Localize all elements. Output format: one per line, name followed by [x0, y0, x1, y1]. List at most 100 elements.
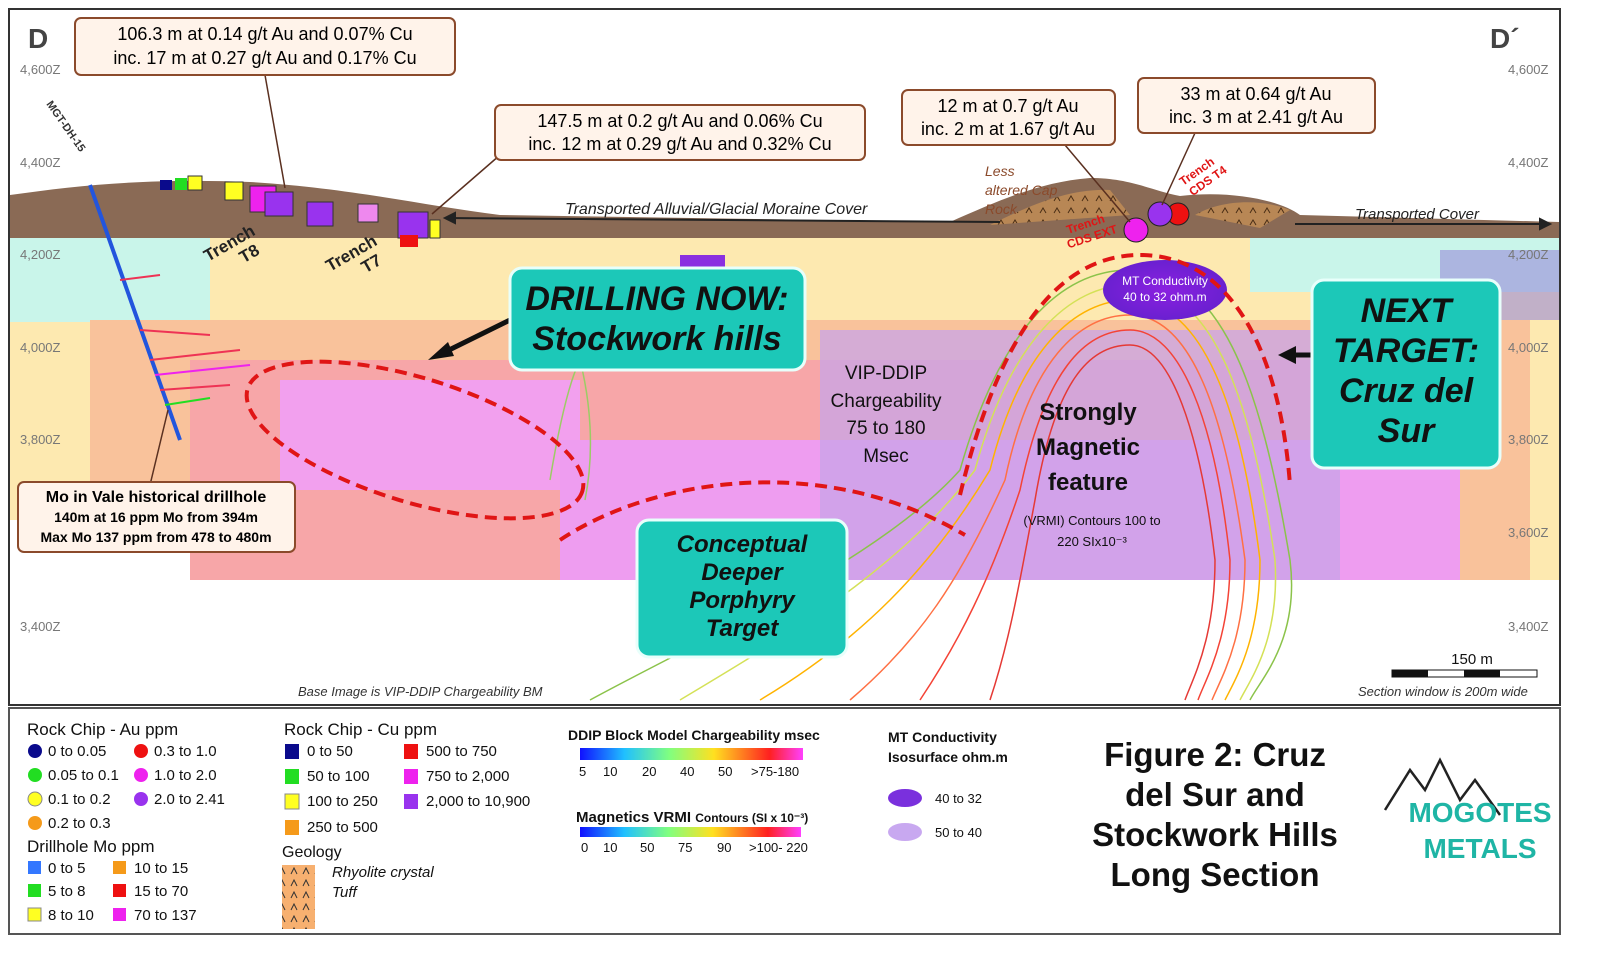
svg-text:4,600Z: 4,600Z [20, 62, 61, 77]
svg-text:4,200Z: 4,200Z [1508, 247, 1549, 262]
svg-text:5 to 8: 5 to 8 [48, 883, 86, 900]
cruz-del-sur-target-outline [958, 252, 1292, 496]
svg-text:140m at 16 ppm Mo from 394m: 140m at 16 ppm Mo from 394m [54, 509, 258, 525]
svg-text:0.3 to 1.0: 0.3 to 1.0 [154, 743, 217, 760]
svg-text:75: 75 [678, 840, 692, 855]
svg-text:50 to 40: 50 to 40 [935, 825, 982, 840]
legend-cu: Rock Chip - Cu ppm 0 to 50 50 to 100 100… [284, 720, 530, 836]
svg-text:METALS: METALS [1423, 833, 1536, 864]
svg-text:Chargeability: Chargeability [831, 391, 942, 412]
legend-mo: Drillhole Mo ppm 0 to 5 5 to 8 8 to 10 1… [27, 837, 197, 924]
svg-text:del Sur and: del Sur and [1125, 776, 1305, 813]
svg-text:0.05 to 0.1: 0.05 to 0.1 [48, 767, 119, 784]
svg-text:Max Mo 137 ppm from 478 to 480: Max Mo 137 ppm from 478 to 480m [40, 529, 271, 545]
svg-text:20: 20 [642, 764, 656, 779]
section-window-note: Section window is 200m wide [1358, 684, 1528, 699]
svg-text:inc. 17 m at 0.27 g/t Au and 0: inc. 17 m at 0.27 g/t Au and 0.17% Cu [113, 48, 416, 68]
svg-text:3,600Z: 3,600Z [1508, 525, 1549, 540]
svg-text:10: 10 [603, 764, 617, 779]
svg-text:0: 0 [581, 840, 588, 855]
svg-text:4,000Z: 4,000Z [1508, 340, 1549, 355]
svg-text:50: 50 [718, 764, 732, 779]
svg-text:75 to 180: 75 to 180 [846, 418, 925, 439]
svg-text:Long Section: Long Section [1111, 856, 1320, 893]
svg-text:40: 40 [680, 764, 694, 779]
svg-text:Geology: Geology [282, 844, 342, 861]
svg-text:5: 5 [579, 764, 586, 779]
svg-text:3,400Z: 3,400Z [20, 619, 61, 634]
vrmi-annotation: (VRMI) Contours 100 to 220 SIx10⁻³ [1023, 513, 1160, 549]
svg-text:4,000Z: 4,000Z [20, 340, 61, 355]
svg-text:Strongly: Strongly [1039, 399, 1137, 426]
svg-text:Target: Target [706, 615, 779, 642]
svg-text:Rock: Rock [985, 201, 1018, 217]
conceptual-target-outline [558, 480, 967, 542]
drilling-now-box: DRILLING NOW: Stockwork hills [508, 266, 807, 372]
cover-label: Transported Alluvial/Glacial Moraine Cov… [565, 201, 868, 218]
svg-text:250 to 500: 250 to 500 [307, 819, 378, 836]
svg-text:15 to 70: 15 to 70 [134, 883, 188, 900]
legend-au: Rock Chip - Au ppm 0 to 0.05 0.05 to 0.1… [27, 720, 225, 832]
svg-text:500 to 750: 500 to 750 [426, 743, 497, 760]
svg-text:DDIP Block Model Chargeability: DDIP Block Model Chargeability msec [568, 727, 820, 743]
cover-label-right: Transported Cover [1355, 206, 1480, 223]
svg-text:Isosurface ohm.m: Isosurface ohm.m [888, 749, 1008, 765]
legend-panel [8, 707, 1561, 935]
svg-text:inc. 12 m at 0.29 g/t Au and 0: inc. 12 m at 0.29 g/t Au and 0.32% Cu [528, 134, 831, 154]
svg-text:feature: feature [1048, 469, 1128, 496]
svg-text:150 m: 150 m [1451, 651, 1493, 668]
mogotes-metals-logo: MOGOTES METALS [1383, 757, 1552, 864]
mt-label: MT Conductivity [1122, 274, 1208, 288]
svg-text:0.1 to 0.2: 0.1 to 0.2 [48, 791, 111, 808]
callout-intercept-3: 12 m at 0.7 g/t Au inc. 2 m at 1.67 g/t … [901, 89, 1116, 146]
svg-text:3,800Z: 3,800Z [20, 432, 61, 447]
svg-text:147.5 m at 0.2 g/t Au and 0.06: 147.5 m at 0.2 g/t Au and 0.06% Cu [537, 111, 822, 131]
svg-text:MT Conductivity: MT Conductivity [888, 729, 997, 745]
svg-text:750 to 2,000: 750 to 2,000 [426, 768, 509, 785]
svg-text:3,800Z: 3,800Z [1508, 432, 1549, 447]
svg-text:Msec: Msec [863, 446, 908, 467]
svg-text:4,400Z: 4,400Z [1508, 155, 1549, 170]
conceptual-target-box: Conceptual Deeper Porphyry Target [635, 518, 849, 659]
cap-rock-tuff [990, 189, 1130, 225]
svg-text:VIP-DDIP: VIP-DDIP [845, 363, 927, 384]
svg-text:Mo in Vale historical drillhol: Mo in Vale historical drillhole [46, 489, 267, 506]
stockwork-target-outline [244, 359, 586, 521]
svg-text:Tuff: Tuff [332, 884, 359, 901]
svg-text:Magnetic: Magnetic [1036, 434, 1140, 461]
svg-text:DRILLING NOW:: DRILLING NOW: [525, 280, 788, 318]
section-start-label: D [28, 23, 48, 54]
svg-text:NEXT: NEXT [1361, 292, 1455, 330]
svg-text:inc. 2 m at 1.67 g/t Au: inc. 2 m at 1.67 g/t Au [921, 119, 1095, 139]
drillhole-mgt-dh-15 [88, 184, 251, 441]
cover-arrow [442, 211, 1553, 231]
svg-text:40 to 32: 40 to 32 [935, 791, 982, 806]
svg-text:50: 50 [640, 840, 654, 855]
svg-text:106.3 m at 0.14 g/t Au and 0.0: 106.3 m at 0.14 g/t Au and 0.07% Cu [117, 24, 412, 44]
svg-text:2,000 to 10,900: 2,000 to 10,900 [426, 793, 530, 810]
svg-text:Rhyolite crystal: Rhyolite crystal [332, 864, 434, 881]
mt-body-small [680, 255, 725, 269]
svg-text:70 to 137: 70 to 137 [134, 907, 197, 924]
svg-text:0 to 0.05: 0 to 0.05 [48, 743, 106, 760]
rock-chip-samples-t8-t7 [160, 175, 441, 247]
svg-text:Conceptual: Conceptual [677, 531, 809, 558]
svg-text:>100- 220: >100- 220 [749, 840, 808, 855]
svg-text:Stockwork Hills: Stockwork Hills [1092, 816, 1338, 853]
svg-text:Magnetics VRMI Contours (SI x: Magnetics VRMI Contours (SI x 10⁻³) [576, 809, 808, 826]
target-outlines [244, 252, 1292, 542]
mt-label-value: 40 to 32 ohm.m [1123, 290, 1206, 304]
callout-leaders [149, 74, 1196, 486]
magnetic-feature-annotation: Strongly Magnetic feature [1036, 399, 1140, 496]
svg-text:10 to 15: 10 to 15 [134, 860, 188, 877]
svg-text:MOGOTES: MOGOTES [1408, 797, 1551, 828]
svg-text:10: 10 [603, 840, 617, 855]
svg-text:Deeper: Deeper [701, 559, 784, 586]
svg-text:Rock Chip - Cu ppm: Rock Chip - Cu ppm [284, 720, 437, 739]
svg-text:220 SIx10⁻³: 220 SIx10⁻³ [1057, 534, 1127, 549]
mt-conductivity-body [1103, 260, 1227, 320]
svg-text:12 m at 0.7 g/t Au: 12 m at 0.7 g/t Au [937, 96, 1078, 116]
elevation-axis-right: 4,600Z 4,400Z 4,200Z 4,000Z 3,800Z 3,600… [1508, 62, 1549, 634]
